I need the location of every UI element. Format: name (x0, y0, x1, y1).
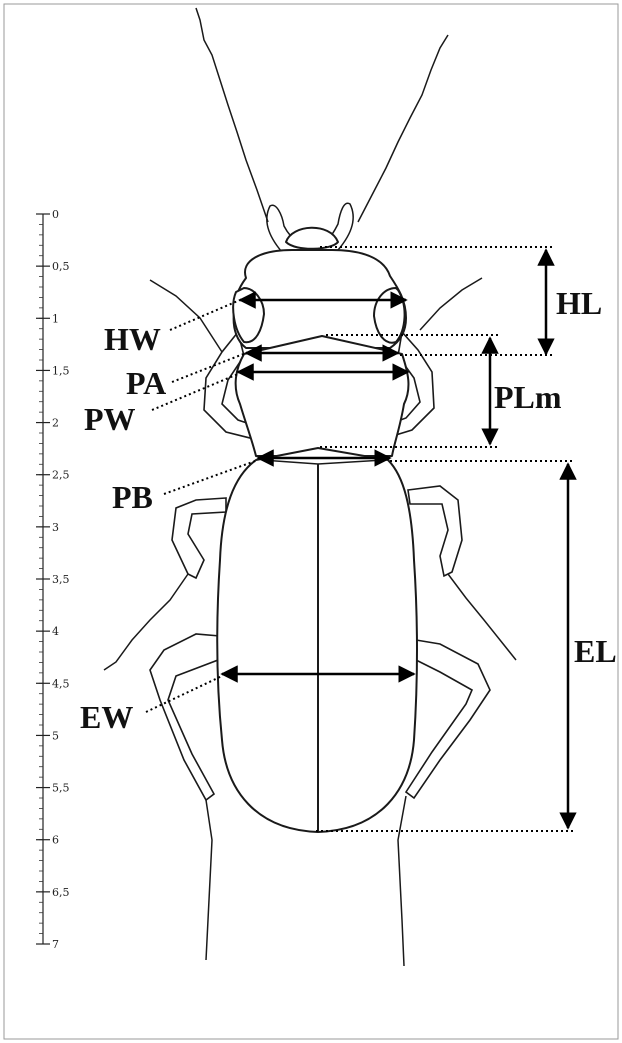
label-pa: PA (126, 365, 166, 401)
label-pw: PW (84, 401, 136, 437)
label-plm: PLm (494, 379, 562, 415)
elytra (217, 448, 417, 832)
label-hl: HL (556, 285, 602, 321)
scale-tick-label: 3 (52, 521, 59, 534)
scale-tick-label: 5 (52, 729, 59, 742)
scale-tick-label: 4,5 (52, 677, 70, 690)
hind-leg-left (150, 634, 220, 960)
label-pb: PB (112, 479, 153, 515)
scale-tick-label: 2 (52, 417, 59, 430)
mandibles (267, 203, 353, 252)
label-el: EL (574, 633, 617, 669)
scale-tick-label: 7 (52, 938, 59, 951)
scale-tick-label: 6 (52, 834, 59, 847)
scale-tick-label: 0,5 (52, 260, 70, 273)
measurement-scale: 0 0,5 1 1,5 2 2,5 3 3,5 4 4,5 5 5,5 6 6,5 7 (36, 208, 70, 951)
scale-tick-label: 1,5 (52, 364, 70, 377)
scale-tick-label: 6,5 (52, 886, 70, 899)
scale-tick-label: 1 (52, 312, 59, 325)
antenna-right (358, 35, 448, 222)
scale-tick-label: 0 (52, 208, 59, 221)
antenna-left (196, 8, 268, 222)
label-ew: EW (80, 699, 133, 735)
scale-tick-label: 5,5 (52, 782, 70, 795)
scale-tick-label: 2,5 (52, 469, 70, 482)
middle-leg-right (408, 486, 516, 660)
label-hw: HW (104, 321, 161, 357)
scale-tick-label: 3,5 (52, 573, 70, 586)
scale-tick-label: 4 (52, 625, 59, 638)
